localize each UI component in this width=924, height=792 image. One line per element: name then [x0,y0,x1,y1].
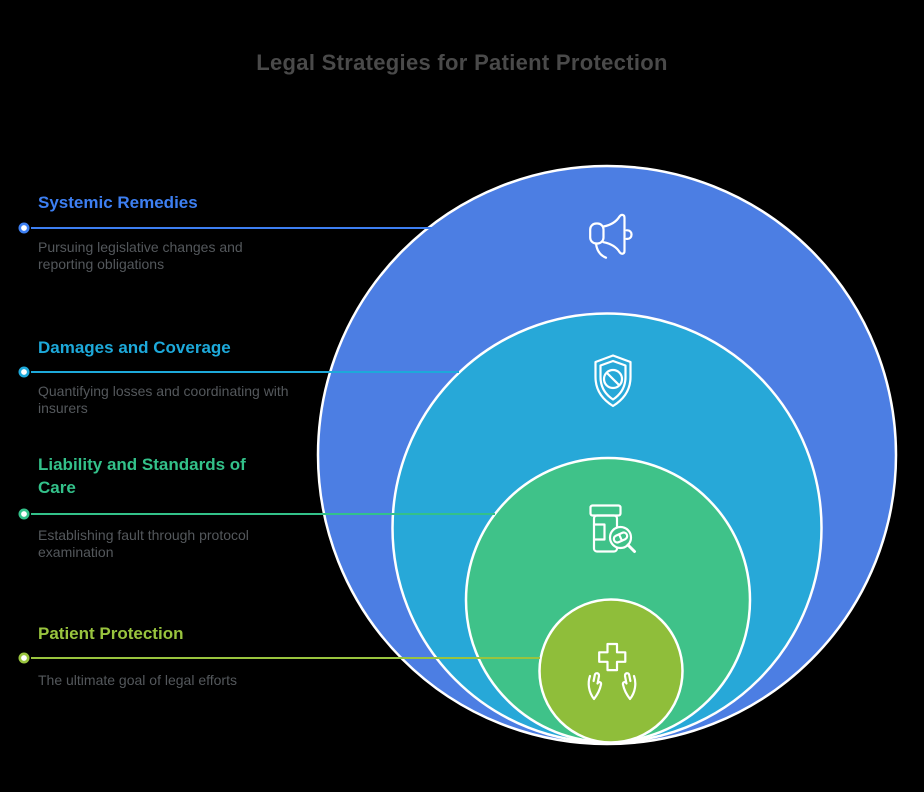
pill-bottle-search-icon [589,504,636,553]
label-patient-protection: Patient Protection [38,624,184,643]
hands-cross-icon [587,642,637,701]
medical-cross [598,642,627,672]
right-hand [621,672,637,701]
megaphone-icon [589,213,633,259]
label-damages-coverage: Damages and Coverage [38,338,231,357]
desc-systemic-remedies: Pursuing legislative changes and reporti… [38,239,243,273]
label-liability-standards: Liability and Standards of Care [38,455,246,497]
desc-liability-standards: Establishing fault through protocol exam… [38,527,249,561]
label-systemic-remedies: Systemic Remedies [38,193,198,212]
left-hand [587,672,603,701]
connector-dot-liability-standards [18,508,30,520]
connector-dot-patient-protection [18,652,30,664]
desc-damages-coverage: Quantifying losses and coordinating with… [38,383,289,417]
shield-ban-icon [594,354,632,408]
desc-patient-protection: The ultimate goal of legal efforts [38,672,237,688]
page-title: Legal Strategies for Patient Protection [256,50,668,75]
connector-dot-damages-coverage [18,366,30,378]
connector-dot-systemic-remedies [18,222,30,234]
